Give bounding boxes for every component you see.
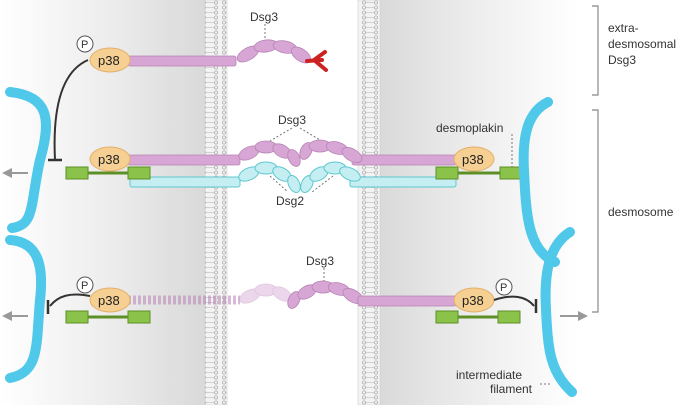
svg-text:p38: p38 [98,293,120,308]
arrow-left-bottom [2,311,28,321]
phospho-bottom-left: P [76,276,94,294]
phospho-top: P [76,35,94,53]
bracket-desmosome [592,109,599,313]
svg-text:p38: p38 [462,293,484,308]
intermediate-filament-right-lower [540,227,577,397]
desmoplakin-left-bottom [65,310,151,324]
dsg2-molecule [129,161,457,193]
svg-text:P: P [500,282,507,294]
phospho-bottom-right: P [495,278,513,296]
extra-desmosomal-dsg3-molecule [127,39,328,72]
dsg3-mid-right-stalk [351,154,457,166]
dsg3-mid-leader-1 [269,127,293,142]
p38-bottom-right: p38 [453,287,495,313]
extra-desmosomal-label-line2: desmosomal [608,37,676,51]
extra-desmosomal-label-line1: extra- [608,21,639,35]
dsg3-bottom-right-stalk [357,295,457,307]
dsg2-leader-2 [311,175,334,193]
dsg3-red-tail [305,50,328,72]
p38-mid-right: p38 [453,146,495,172]
arrow-right-bottom [560,311,588,321]
dsg3-mid-leader-2 [299,127,321,141]
desmoplakin-left-mid [65,166,151,180]
svg-text:p38: p38 [98,152,120,167]
p38-top: p38 [89,47,131,73]
p38-mid-left: p38 [89,146,131,172]
dsg2-label: Dsg2 [276,194,304,208]
inhibition-line-top [53,59,89,161]
svg-text:p38: p38 [98,53,120,68]
right-membrane [357,0,381,405]
dsg2-leader-1 [269,175,289,193]
desmoplakin-right-bottom [435,310,521,324]
svg-text:p38: p38 [462,152,484,167]
svg-text:P: P [81,280,88,292]
dsg3-top-stalk [127,55,237,67]
p38-bottom-left: p38 [89,287,131,313]
dsg2-left-stalk [129,176,241,188]
arrow-left-mid [2,168,28,178]
desmoplakin-label: desmoplakin [436,121,503,135]
intermediate-filament-left-lower [5,235,47,383]
dsg3-bottom-faded-domains [239,283,292,304]
inhibition-line-bottom-left [49,293,91,307]
dsg3-mid-left-stalk [127,154,241,166]
dsg3-top-label: Dsg3 [250,10,278,24]
intermediate-filament-label-line2: filament [490,382,533,396]
intermediate-filament-left-upper [5,87,51,233]
intermediate-filament-right-upper [518,97,560,267]
desmoplakin-right-mid [435,166,523,180]
intermediate-filament-label-line1: intermediate [456,368,522,382]
dsg3-mid-label: Dsg3 [278,113,306,127]
bracket-extra-desmosomal [592,5,599,96]
desmosome-label: desmosome [608,205,674,219]
svg-text:P: P [81,39,88,51]
dsg3-bottom-label: Dsg3 [306,254,334,268]
inhibition-line-bottom-right [493,295,535,307]
dsg2-right-stalk [349,176,457,188]
dsg3-middle-molecule [127,139,457,167]
extra-desmosomal-label-line3: Dsg3 [608,53,636,67]
dsg3-bottom-molecule [128,280,457,309]
